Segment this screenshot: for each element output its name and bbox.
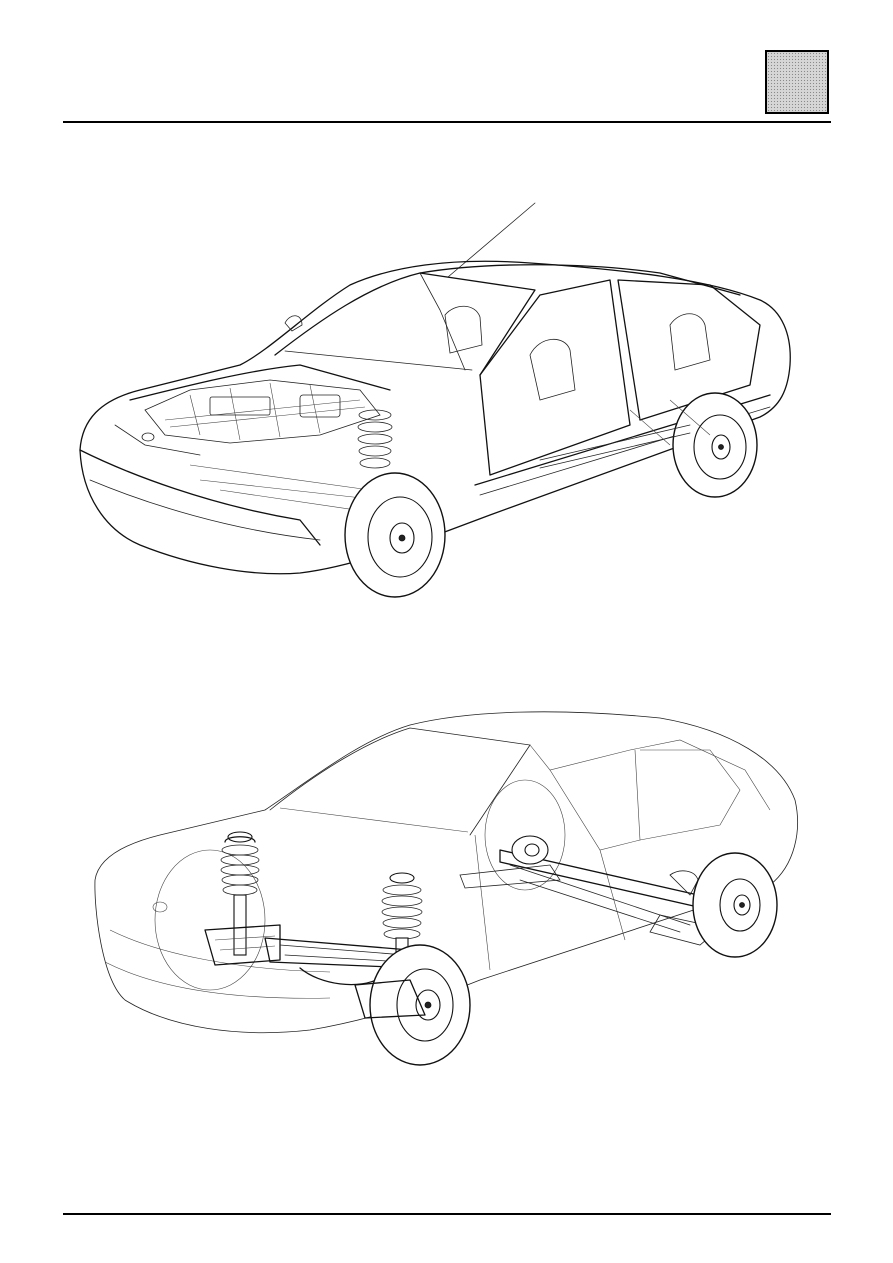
rear-door-opening — [617, 279, 761, 421]
leader-line — [447, 202, 536, 278]
footer-rule — [63, 1213, 831, 1215]
rear-axle — [459, 849, 721, 946]
ghost-windscreen — [269, 727, 531, 836]
bonnet-edge — [129, 364, 391, 401]
rear-right-wheel — [692, 852, 778, 958]
roof-line — [419, 264, 741, 296]
front-wheel — [344, 472, 446, 598]
a-pillar — [419, 272, 466, 371]
front-right-wheel — [354, 944, 471, 1066]
car-body-outline — [79, 260, 791, 575]
header-rule — [63, 121, 831, 123]
windscreen-frame — [274, 272, 536, 376]
section-tab — [765, 50, 829, 114]
rear-left-hub — [511, 835, 549, 865]
front-door-opening — [479, 279, 631, 476]
ghost-body-outline — [94, 711, 798, 1034]
front-bumper — [79, 449, 321, 546]
rear-wheel — [672, 392, 758, 498]
left-front-strut — [204, 831, 281, 966]
engine-block — [144, 379, 381, 444]
suspension-layout-illustration — [80, 700, 810, 1080]
front-spring — [357, 409, 393, 469]
cutaway-car-illustration — [70, 185, 810, 605]
